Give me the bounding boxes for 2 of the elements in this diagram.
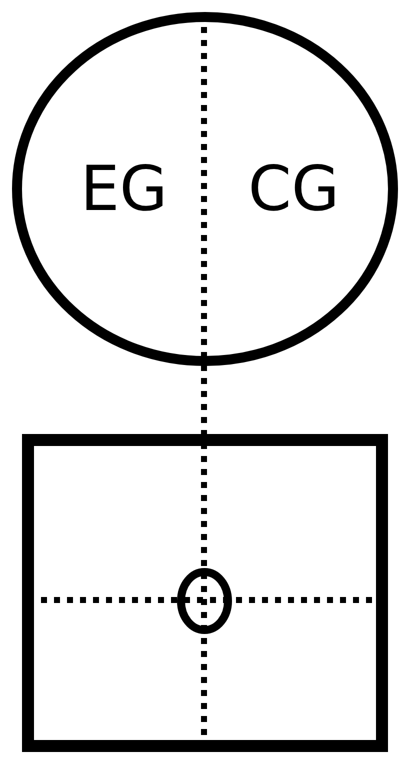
region-label: CG — [248, 158, 340, 220]
region-label: EG — [80, 158, 168, 220]
